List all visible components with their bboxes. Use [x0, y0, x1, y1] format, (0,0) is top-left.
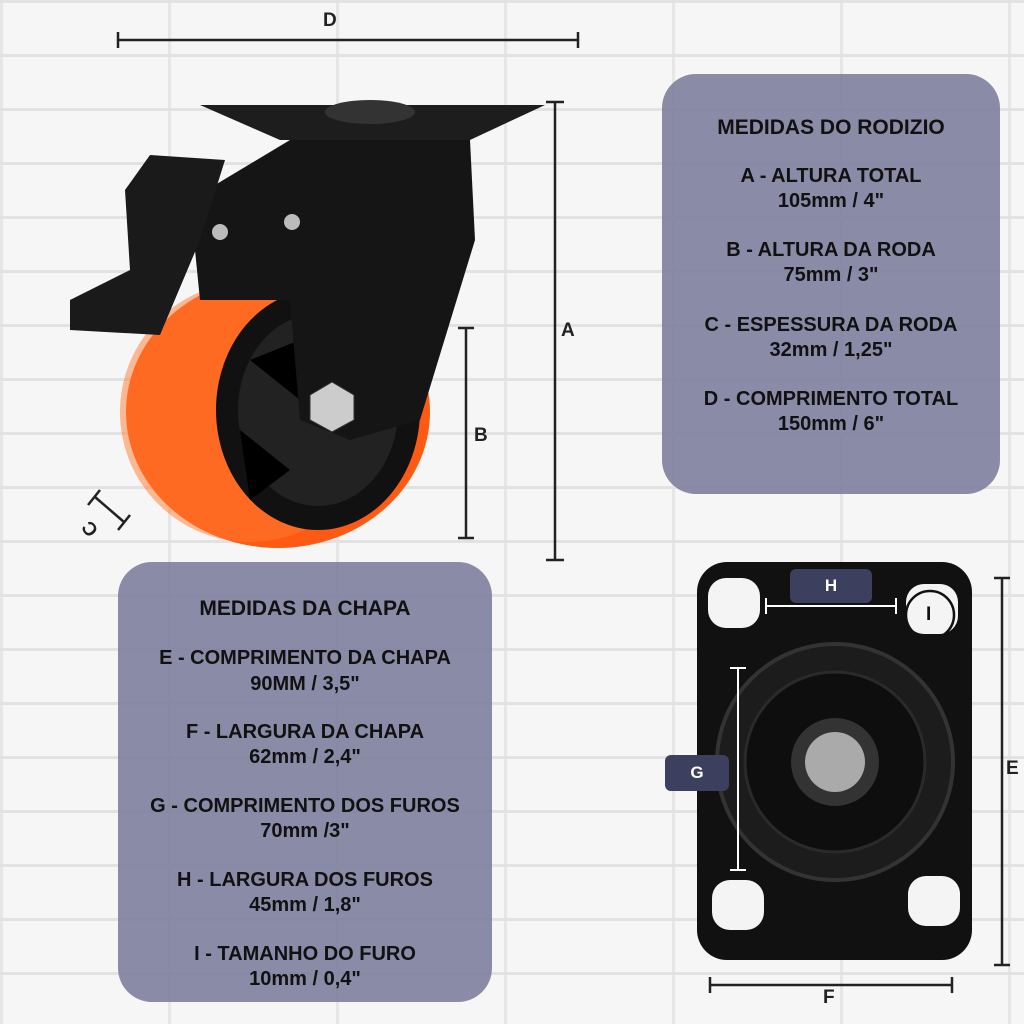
- rodizio-title: MEDIDAS DO RODIZIO: [717, 116, 945, 139]
- rodizio-panel: MEDIDAS DO RODIZIO A - ALTURA TOTAL 105m…: [662, 74, 1000, 494]
- chapa-panel: MEDIDAS DA CHAPA E - COMPRIMENTO DA CHAP…: [118, 562, 492, 1002]
- chapa-value: 45mm / 1,8": [249, 894, 361, 916]
- chapa-value: 62mm / 2,4": [249, 746, 361, 768]
- caster-fork: [70, 100, 545, 440]
- dim-label-e: E: [1006, 758, 1019, 779]
- rodizio-value: 105mm / 4": [777, 190, 885, 212]
- rodizio-value: 150mm / 6": [777, 413, 885, 435]
- mounting-plate: [697, 562, 972, 960]
- rodizio-label: C - ESPESSURA DA RODA: [704, 314, 958, 336]
- dim-label-a: A: [561, 320, 575, 341]
- chapa-value: 90MM / 3,5": [250, 673, 360, 695]
- dim-badge-h: H: [790, 569, 872, 603]
- dim-label-f: F: [823, 987, 835, 1008]
- dim-label-i: I: [926, 604, 932, 625]
- chapa-value: 70mm /3": [260, 820, 350, 842]
- rodizio-label: B - ALTURA DA RODA: [726, 239, 936, 261]
- rodizio-value: 32mm / 1,25": [769, 339, 893, 361]
- dim-label-b: B: [474, 425, 488, 446]
- chapa-label: I - TAMANHO DO FURO: [194, 943, 416, 965]
- rodizio-label: A - ALTURA TOTAL: [740, 165, 922, 187]
- chapa-title: MEDIDAS DA CHAPA: [199, 597, 411, 620]
- chapa-label: F - LARGURA DA CHAPA: [185, 721, 425, 743]
- chapa-value: 10mm / 0,4": [249, 968, 361, 990]
- rodizio-value: 75mm / 3": [783, 264, 879, 286]
- chapa-label: G - COMPRIMENTO DOS FUROS: [150, 795, 460, 817]
- dimension-lines: [87, 32, 1010, 993]
- dim-label-d: D: [323, 10, 337, 31]
- chapa-label: H - LARGURA DOS FUROS: [177, 869, 433, 891]
- dim-badge-g: G: [665, 755, 729, 791]
- chapa-label: E - COMPRIMENTO DA CHAPA: [159, 647, 451, 669]
- rodizio-label: D - COMPRIMENTO TOTAL: [703, 388, 959, 410]
